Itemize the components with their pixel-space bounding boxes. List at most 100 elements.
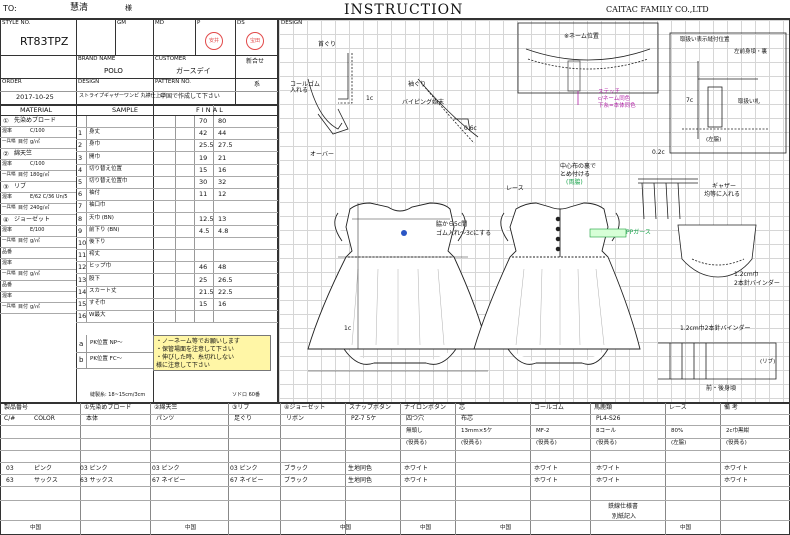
- trim-desc: (役員る): [596, 440, 617, 446]
- dim-7c: 7c: [686, 97, 694, 104]
- trim-desc: 無頭し: [406, 428, 423, 434]
- measurement-row: [76, 200, 278, 202]
- note-line: ・ノーネーム等でお願いします: [156, 338, 240, 345]
- meas-size-80: 80: [218, 117, 227, 125]
- material-ref-label: 混率: [2, 194, 13, 200]
- color-cell: ホワイト: [724, 465, 749, 472]
- meas-size-80: 32: [218, 178, 227, 186]
- material-name: 一兵幅: [2, 304, 16, 309]
- material-ref-label: 混率: [2, 227, 13, 233]
- label-rubber: コールゴム 入れる: [290, 81, 320, 94]
- material-row: [0, 171, 76, 182]
- origin-label: 中国: [680, 525, 692, 531]
- material-name: 先染めブロード: [14, 117, 57, 124]
- meas-number: 15: [78, 300, 87, 308]
- trim-header: ④ジョーゼット: [284, 404, 326, 411]
- trim-subheader: 布芯: [461, 415, 474, 422]
- measurement-row: [76, 224, 278, 226]
- design-label: DESIGN: [78, 79, 100, 85]
- meas-size-80: 48: [218, 263, 227, 272]
- material-row: [0, 204, 76, 215]
- origin-label: 中国: [420, 525, 432, 531]
- style-no-label: STYLE NO.: [2, 20, 31, 26]
- label-gather-2: 均等に入れる: [704, 191, 741, 198]
- stitch-note-2: ソドロ 60番: [232, 392, 260, 398]
- technical-drawing: [307, 22, 787, 380]
- meas-item: 切り替え位置: [89, 165, 123, 172]
- care-label-detail: [669, 32, 787, 154]
- label-front-back: 前・後身頃: [706, 385, 737, 392]
- trim-subheader: C/#: [4, 415, 16, 422]
- meas-size-80: 16: [218, 165, 227, 174]
- material-row: [0, 226, 76, 237]
- rib-detail: [658, 342, 777, 380]
- trim-desc: 80%: [671, 428, 684, 434]
- meas-size-70: 19: [199, 153, 208, 162]
- material-row: [0, 127, 76, 138]
- label-stitch: ステッチ: [598, 89, 621, 95]
- meas-number: 7: [78, 202, 83, 211]
- measurement-row: [76, 127, 278, 128]
- company-name: CAITAC FAMILY CO.,LTD: [606, 5, 709, 14]
- meas-number: 6: [78, 190, 83, 199]
- trim-header: 馬鹿類: [594, 404, 613, 411]
- measurement-row: [76, 236, 278, 238]
- material-code: C/100: [30, 161, 45, 167]
- material-ref-label: 混率: [2, 161, 13, 167]
- note-line: ・伸びした時、糸切れしない: [156, 354, 235, 361]
- meas-number: 14: [78, 287, 87, 296]
- meas-size-70: 12.5: [199, 214, 214, 223]
- material-ref-label: 目付: [18, 304, 29, 310]
- measurement-row: [76, 188, 278, 189]
- color-cell: 生地同色: [348, 477, 373, 484]
- trim-header: ③リブ: [232, 404, 250, 411]
- meas-number: 11: [78, 251, 87, 260]
- contact-suffix: 様: [125, 4, 132, 12]
- customer-label: CUSTOMER: [155, 56, 187, 62]
- meas-number: 4: [78, 165, 83, 174]
- color-cell: 03 ピンク: [230, 465, 258, 472]
- brand-value: POLO: [104, 67, 123, 75]
- color-cell: ブラック: [284, 465, 309, 472]
- color-cell: ホワイト: [534, 465, 559, 472]
- trim-subheader: PL4-S26: [596, 415, 621, 422]
- meas-size-70: 11: [199, 190, 208, 199]
- material-ref-label: 混率: [2, 260, 13, 266]
- dim-02: 0.2c: [652, 149, 665, 156]
- meas-size-70: 25.5: [199, 141, 214, 150]
- meas-size-80: 13: [218, 214, 227, 223]
- material-row: [0, 116, 76, 127]
- color-cell: 03 ピンク: [80, 465, 108, 472]
- dim-1c: 1c: [366, 95, 374, 102]
- material-header: MATERIAL: [20, 106, 53, 114]
- color-cell: ブラック: [284, 477, 309, 484]
- meas-size-70: 70: [199, 117, 208, 125]
- pp-lace-marker: [589, 228, 627, 238]
- meas-item: 袖付: [89, 190, 101, 197]
- material-name: 一兵幅: [2, 172, 16, 177]
- label-rib: (リブ): [760, 359, 776, 365]
- gather-detail: [638, 178, 698, 220]
- pants-detail: [677, 224, 757, 278]
- material-name: 一兵幅: [2, 205, 16, 210]
- material-name: リブ: [14, 183, 27, 190]
- trim-header: 芯: [459, 404, 466, 411]
- measurement-row: [76, 285, 278, 287]
- meas-item: 股下: [89, 275, 101, 282]
- meas-number: 8: [78, 214, 83, 223]
- label-pp-lace: PPガース: [626, 229, 651, 236]
- pk-label-a: PK位置 NP～: [90, 340, 123, 346]
- material-code: E/100: [30, 227, 45, 233]
- trim-header: レース: [669, 404, 687, 411]
- color-cell: ホワイト: [404, 477, 429, 484]
- meas-size-70: 42: [199, 129, 208, 138]
- trim-subheader: 本体: [86, 415, 99, 422]
- color-cell: 03: [6, 465, 14, 472]
- material-code: g/㎡: [30, 271, 40, 277]
- material-ref-label: 品番: [2, 249, 13, 255]
- material-ref-label: 目付: [18, 205, 29, 211]
- header-bar: [0, 0, 790, 19]
- meas-item: 身丈: [89, 129, 101, 136]
- trim-desc: (役員る): [726, 440, 747, 446]
- meas-number: 13: [78, 275, 87, 284]
